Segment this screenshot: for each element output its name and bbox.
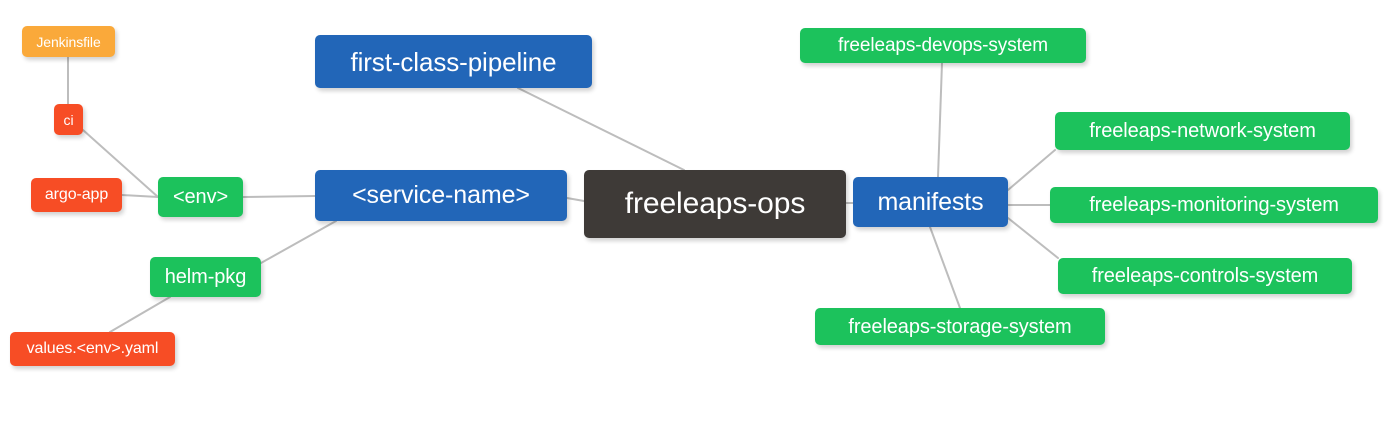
node-freeleaps-storage-system[interactable]: freeleaps-storage-system: [815, 308, 1105, 345]
node-jenkinsfile[interactable]: Jenkinsfile: [22, 26, 115, 57]
node-label: freeleaps-storage-system: [848, 315, 1072, 338]
node-first-class-pipeline[interactable]: first-class-pipeline: [315, 35, 592, 88]
node-label: freeleaps-devops-system: [838, 35, 1048, 56]
node-label: <service-name>: [352, 181, 530, 209]
node-label: Jenkinsfile: [36, 33, 101, 50]
edge-service-name-to-freeleaps-ops: [566, 197, 585, 202]
edge-env-to-service-name: [242, 195, 316, 198]
node-label: freeleaps-controls-system: [1091, 265, 1319, 287]
edge-argo-app-to-env: [121, 194, 159, 198]
edge-manifests-to-freeleaps-storage-system: [929, 226, 961, 309]
node-freeleaps-controls-system[interactable]: freeleaps-controls-system: [1058, 258, 1352, 294]
node-freeleaps-ops[interactable]: freeleaps-ops: [584, 170, 846, 238]
node-helm-pkg[interactable]: helm-pkg: [150, 257, 261, 297]
edge-manifests-to-freeleaps-controls-system: [1007, 217, 1059, 259]
edge-manifests-to-freeleaps-devops-system: [937, 62, 943, 178]
edge-service-name-to-helm-pkg: [260, 220, 337, 264]
node-label: ci: [63, 111, 74, 128]
node-argo-app[interactable]: argo-app: [31, 178, 122, 212]
node-label: <env>: [172, 186, 229, 208]
node-label: freeleaps-ops: [624, 187, 806, 220]
node-env[interactable]: <env>: [158, 177, 243, 217]
node-label: argo-app: [44, 186, 109, 203]
node-label: first-class-pipeline: [350, 46, 557, 77]
edge-helm-pkg-to-values-env-yaml: [109, 296, 171, 333]
node-values-env-yaml[interactable]: values.<env>.yaml: [10, 332, 175, 366]
node-label: values.<env>.yaml: [26, 340, 159, 357]
node-label: freeleaps-network-system: [1089, 120, 1316, 142]
node-label: manifests: [877, 187, 984, 216]
node-ci[interactable]: ci: [54, 104, 83, 135]
node-freeleaps-network-system[interactable]: freeleaps-network-system: [1055, 112, 1350, 150]
node-label: freeleaps-monitoring-system: [1089, 194, 1339, 216]
node-label: helm-pkg: [164, 266, 247, 288]
edge-first-class-pipeline-to-freeleaps-ops: [517, 87, 685, 171]
node-manifests[interactable]: manifests: [853, 177, 1008, 227]
node-freeleaps-monitoring-system[interactable]: freeleaps-monitoring-system: [1050, 187, 1378, 223]
node-freeleaps-devops-system[interactable]: freeleaps-devops-system: [800, 28, 1086, 63]
node-service-name[interactable]: <service-name>: [315, 170, 567, 221]
edge-manifests-to-freeleaps-network-system: [1007, 149, 1056, 191]
